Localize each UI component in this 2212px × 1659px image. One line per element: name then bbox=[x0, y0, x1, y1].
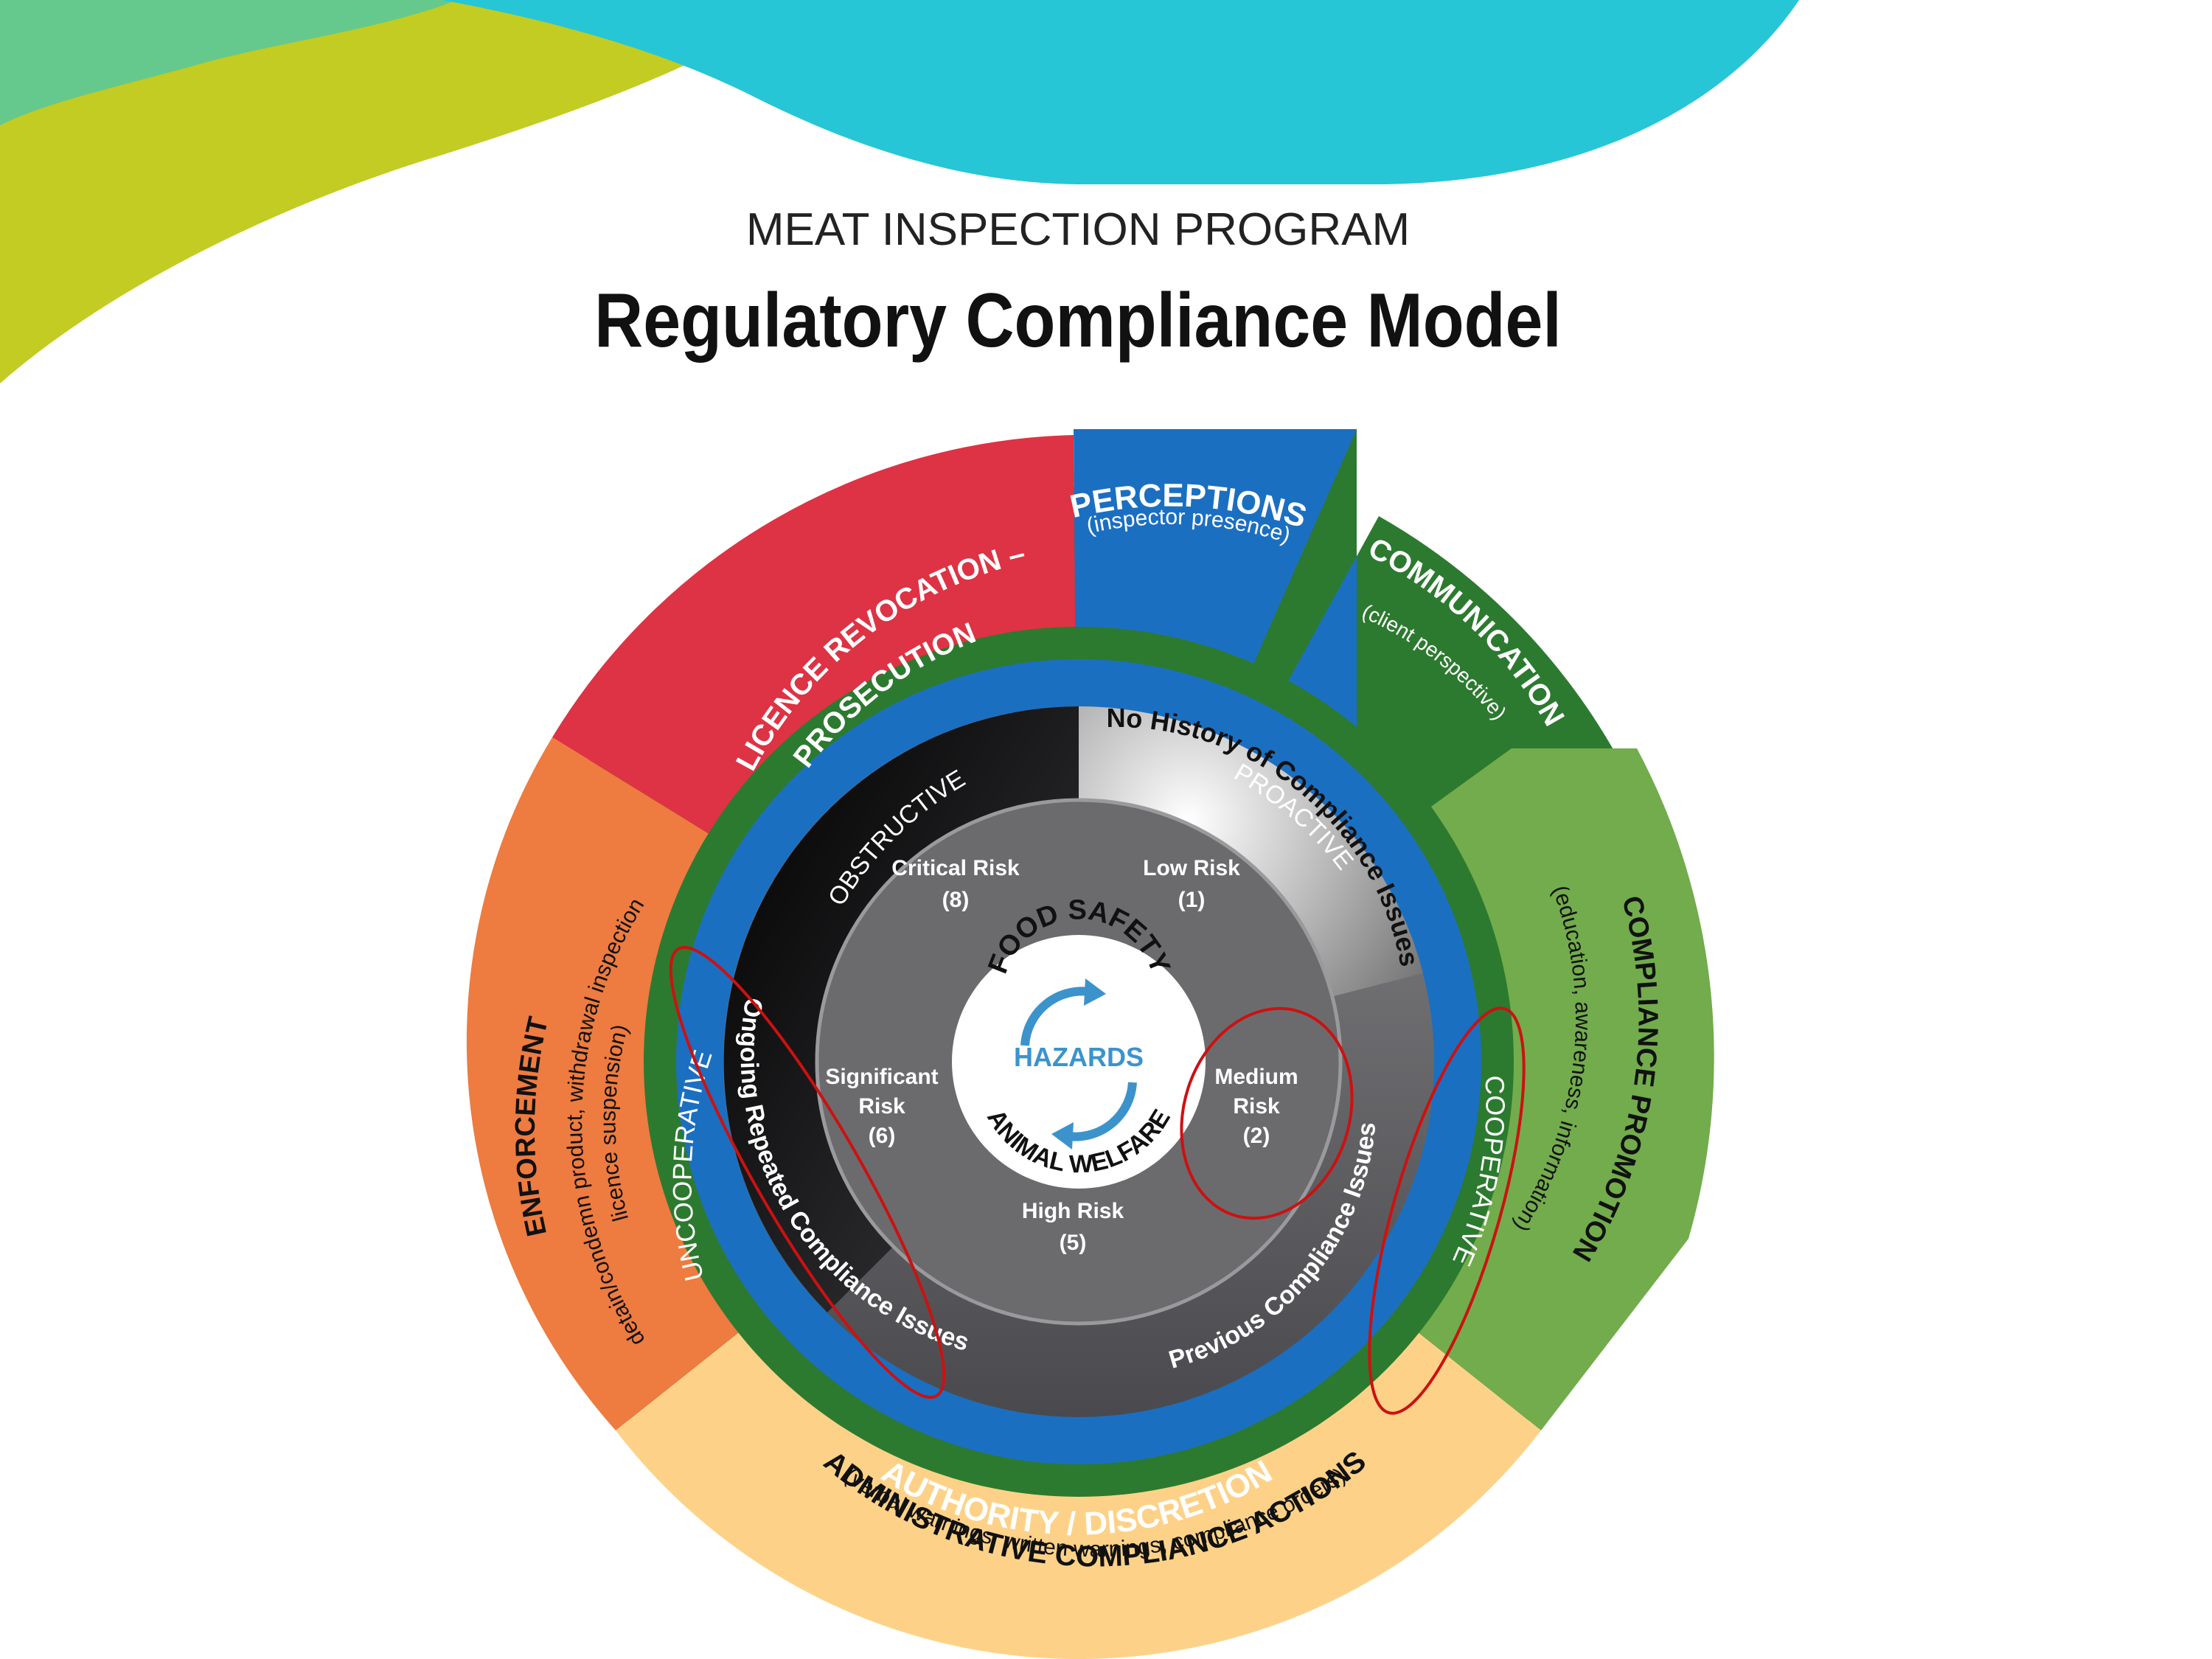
risk-high-label: High Risk bbox=[1022, 1199, 1124, 1223]
highlight-ellipse-uncooperative bbox=[669, 945, 946, 1399]
arrow-head-bottom-icon bbox=[1051, 1122, 1074, 1150]
risk-significant-label-1: Significant bbox=[825, 1065, 938, 1089]
risk-significant-label-2: Risk bbox=[858, 1094, 905, 1119]
arrow-head-top-icon bbox=[1084, 978, 1106, 1006]
risk-critical-label: Critical Risk bbox=[891, 856, 1020, 880]
highlight-annotations bbox=[669, 945, 1526, 1415]
risk-medium-label-1: Medium bbox=[1214, 1065, 1298, 1089]
center-hazards: HAZARDS bbox=[1014, 1042, 1144, 1072]
program-subtitle: MEAT INSPECTION PROGRAM bbox=[746, 204, 1410, 255]
risk-significant-level: (6) bbox=[869, 1124, 896, 1148]
cycle-arrow-icon bbox=[1067, 1082, 1137, 1141]
risk-medium-label-2: Risk bbox=[1233, 1094, 1280, 1119]
cycle-arrow-icon bbox=[1020, 987, 1091, 1046]
risk-low-label: Low Risk bbox=[1143, 856, 1240, 880]
segment-communication bbox=[1079, 429, 1615, 1062]
risk-high-level: (5) bbox=[1060, 1231, 1087, 1255]
header-waves bbox=[0, 0, 1799, 383]
page-title: Regulatory Compliance Model bbox=[594, 277, 1562, 364]
highlight-ellipse-cooperative bbox=[1368, 1006, 1526, 1415]
highlight-ellipse-medium-risk bbox=[1180, 1006, 1354, 1220]
risk-labels: Critical Risk (8) Low Risk (1) Medium Ri… bbox=[825, 856, 1298, 1255]
risk-medium-level: (2) bbox=[1243, 1124, 1270, 1148]
risk-critical-level: (8) bbox=[942, 888, 970, 912]
risk-low-level: (1) bbox=[1178, 888, 1206, 912]
